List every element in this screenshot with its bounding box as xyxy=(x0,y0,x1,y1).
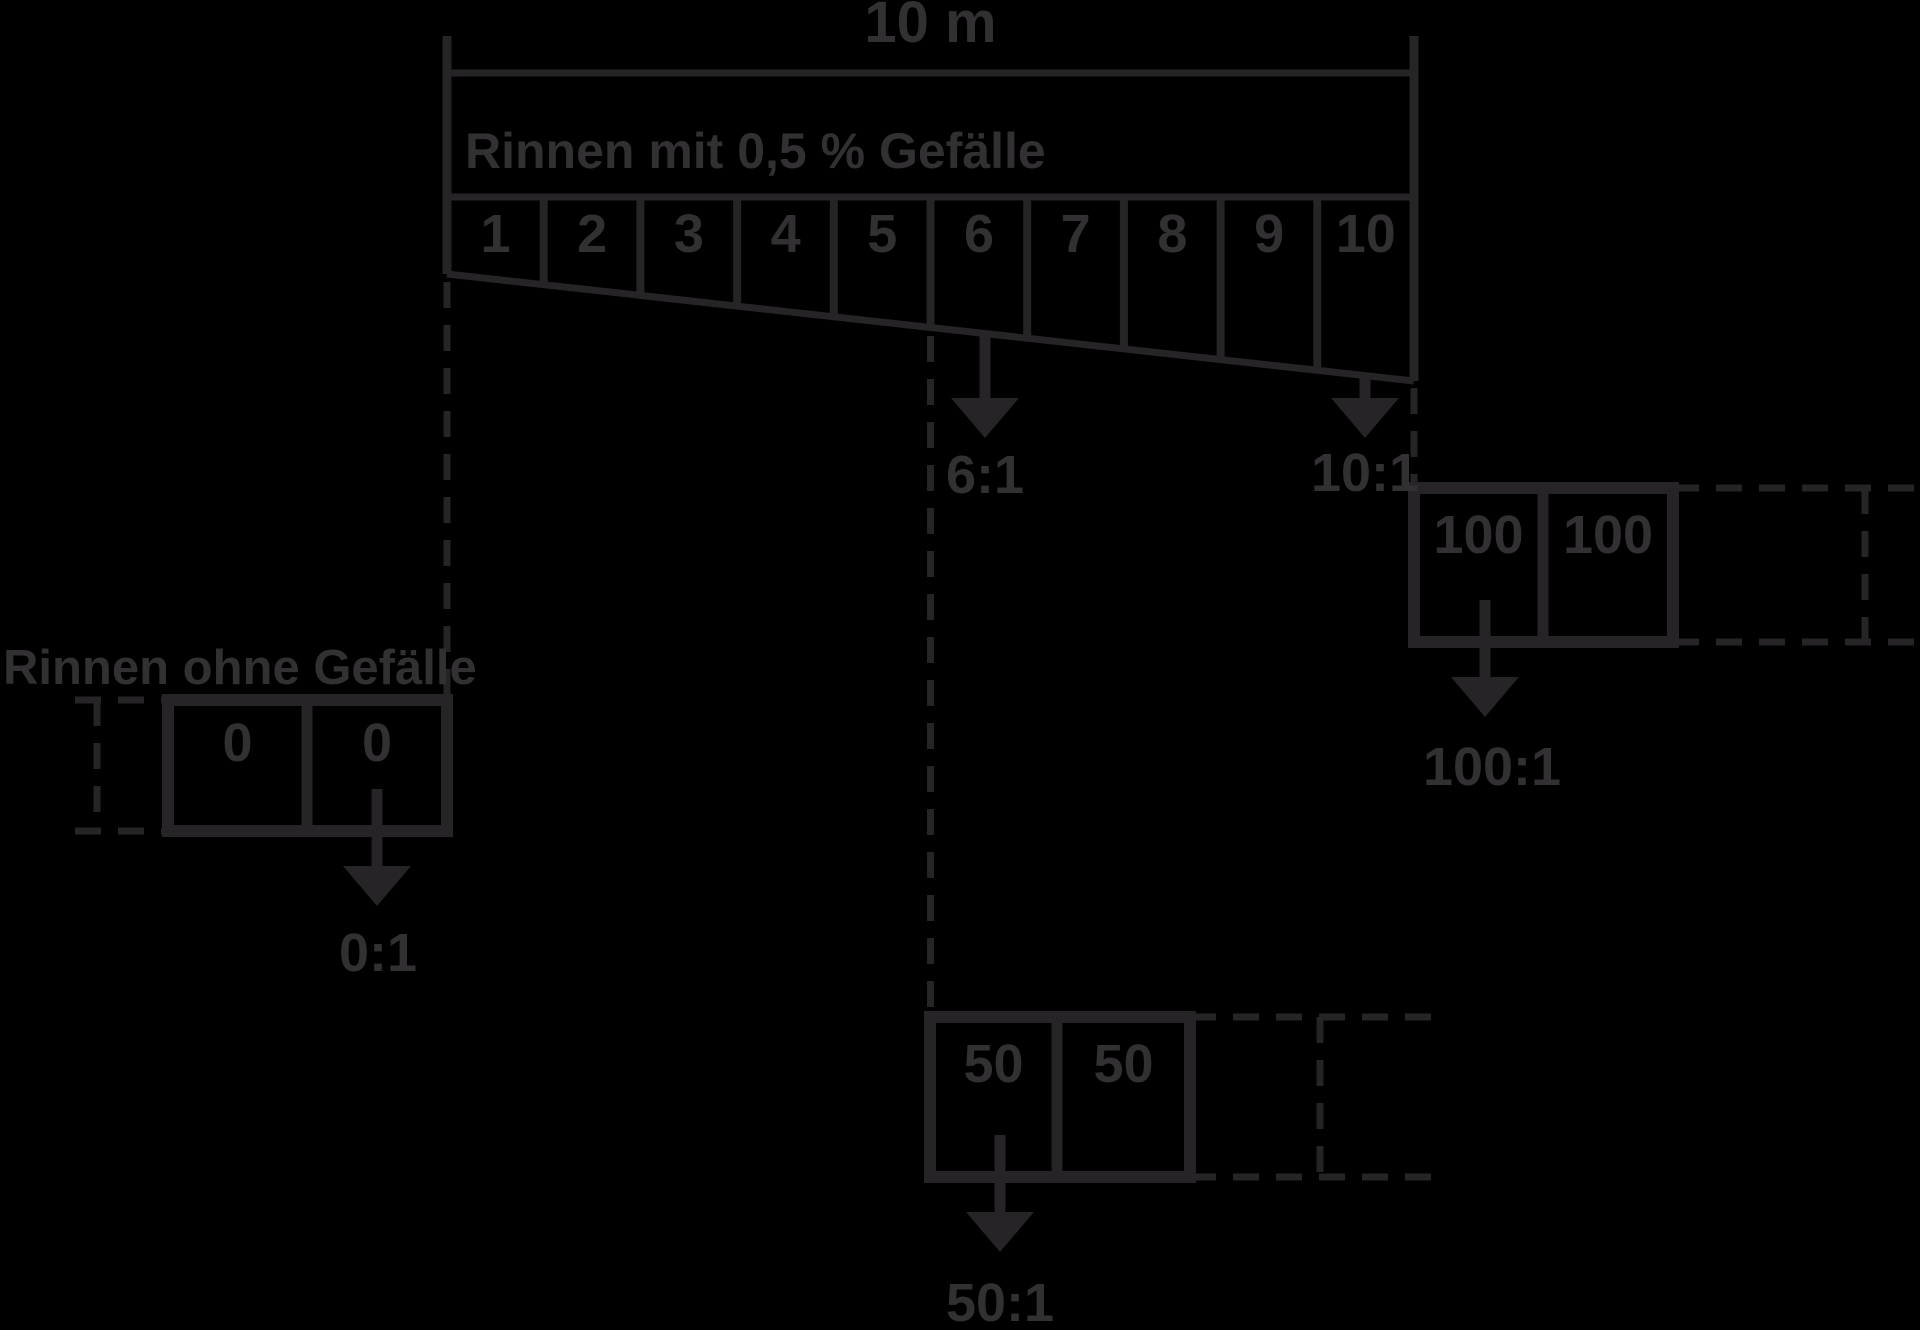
arrow-label-10-1: 10:1 xyxy=(1310,443,1420,503)
detail-50-cell-label-2: 50 xyxy=(1093,1034,1154,1094)
run-cell-label-10: 10 xyxy=(1335,204,1396,264)
detail-100-cell-label-1: 100 xyxy=(1433,505,1524,565)
run-cell-label-2: 2 xyxy=(577,204,608,264)
dimension-label: 10 m xyxy=(864,0,997,55)
dimension-line xyxy=(442,36,1419,381)
run-cell-label-3: 3 xyxy=(673,204,704,264)
sloped-run-title: Rinnen mit 0,5 % Gefälle xyxy=(465,123,1046,179)
flat-run-title: Rinnen ohne Gefälle xyxy=(3,641,477,695)
run-cell-label-5: 5 xyxy=(867,204,898,264)
run-cell-label-4: 4 xyxy=(770,204,801,264)
detail-100-cell-label-2: 100 xyxy=(1562,505,1654,565)
sloped-run-band xyxy=(446,193,1415,385)
flat-run-cell-label-1: 0 xyxy=(222,713,253,773)
detail-50-cell-label-1: 50 xyxy=(963,1034,1024,1094)
detail-100-arrow-label: 100:1 xyxy=(1422,737,1562,797)
detail-100-box xyxy=(1408,482,1920,648)
arrow-cell-6 xyxy=(951,334,1019,438)
detail-100-arrow xyxy=(1451,600,1519,717)
flat-run-arrow xyxy=(343,789,411,906)
flat-run-arrow-label: 0:1 xyxy=(338,923,418,983)
run-cell-label-6: 6 xyxy=(963,204,995,264)
arrow-label-6-1: 6:1 xyxy=(945,445,1025,505)
detail-50-arrow xyxy=(966,1135,1034,1252)
flat-run-box xyxy=(75,694,453,837)
run-cell-label-7: 7 xyxy=(1060,204,1091,264)
arrow-cell-10 xyxy=(1331,376,1399,438)
detail-50-arrow-label: 50:1 xyxy=(945,1273,1055,1330)
run-cell-label-8: 8 xyxy=(1157,204,1188,264)
detail-50-box xyxy=(924,1011,1435,1183)
run-cell-label-1: 1 xyxy=(480,204,511,264)
flat-run-cell-label-2: 0 xyxy=(361,713,393,773)
run-cell-label-9: 9 xyxy=(1254,204,1285,264)
